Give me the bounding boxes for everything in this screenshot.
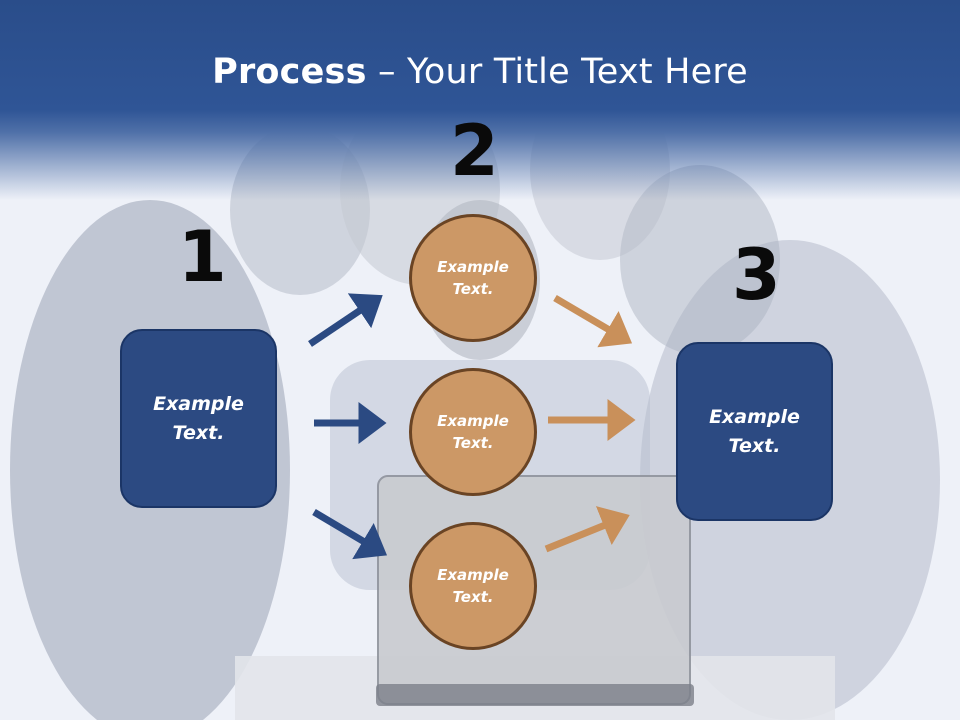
step2-circle-1-text: Example Text.: [437, 257, 509, 299]
slide-title: Process – Your Title Text Here: [0, 52, 960, 92]
step2-circle-3: Example Text.: [409, 522, 537, 650]
arrow-step1-to-circle1: [308, 293, 383, 347]
step-number-3: 3: [732, 234, 781, 316]
step3-box: Example Text.: [676, 342, 833, 521]
step2-circle-3-text: Example Text.: [437, 565, 509, 607]
arrow-step1-to-circle3: [312, 508, 388, 560]
step2-circle-1: Example Text.: [409, 214, 537, 342]
step2-circle-2-text: Example Text.: [437, 411, 509, 453]
arrow-circle1-to-step3: [553, 294, 633, 348]
title-bold: Process: [212, 52, 367, 92]
arrow-circle3-to-step3: [544, 506, 630, 553]
header-band: [0, 0, 960, 200]
title-rest: – Your Title Text Here: [366, 52, 748, 92]
step1-box-text: Example Text.: [153, 393, 244, 444]
step1-box: Example Text.: [120, 329, 277, 508]
step3-box-text: Example Text.: [709, 406, 800, 457]
step-number-2: 2: [450, 110, 499, 192]
step-number-1: 1: [178, 216, 227, 298]
step2-circle-2: Example Text.: [409, 368, 537, 496]
